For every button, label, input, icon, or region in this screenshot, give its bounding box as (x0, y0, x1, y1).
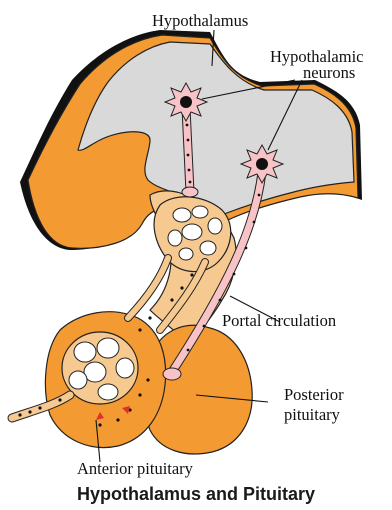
label-posterior-pituitary-1: Posterior (284, 385, 344, 404)
label-hypothalamic-neurons-2: neurons (303, 63, 355, 82)
figure-caption: Hypothalamus and Pituitary (0, 484, 392, 505)
label-posterior-pituitary-2: pituitary (284, 405, 341, 424)
neuron-right-body (241, 145, 283, 183)
neuron-left-terminal (182, 187, 198, 197)
label-anterior-pituitary: Anterior pituitary (77, 459, 194, 478)
label-hypothalamus: Hypothalamus (152, 11, 248, 30)
neuron-left-body (165, 83, 207, 121)
neuron-right-terminal (163, 368, 181, 380)
label-portal-circulation: Portal circulation (222, 311, 336, 330)
